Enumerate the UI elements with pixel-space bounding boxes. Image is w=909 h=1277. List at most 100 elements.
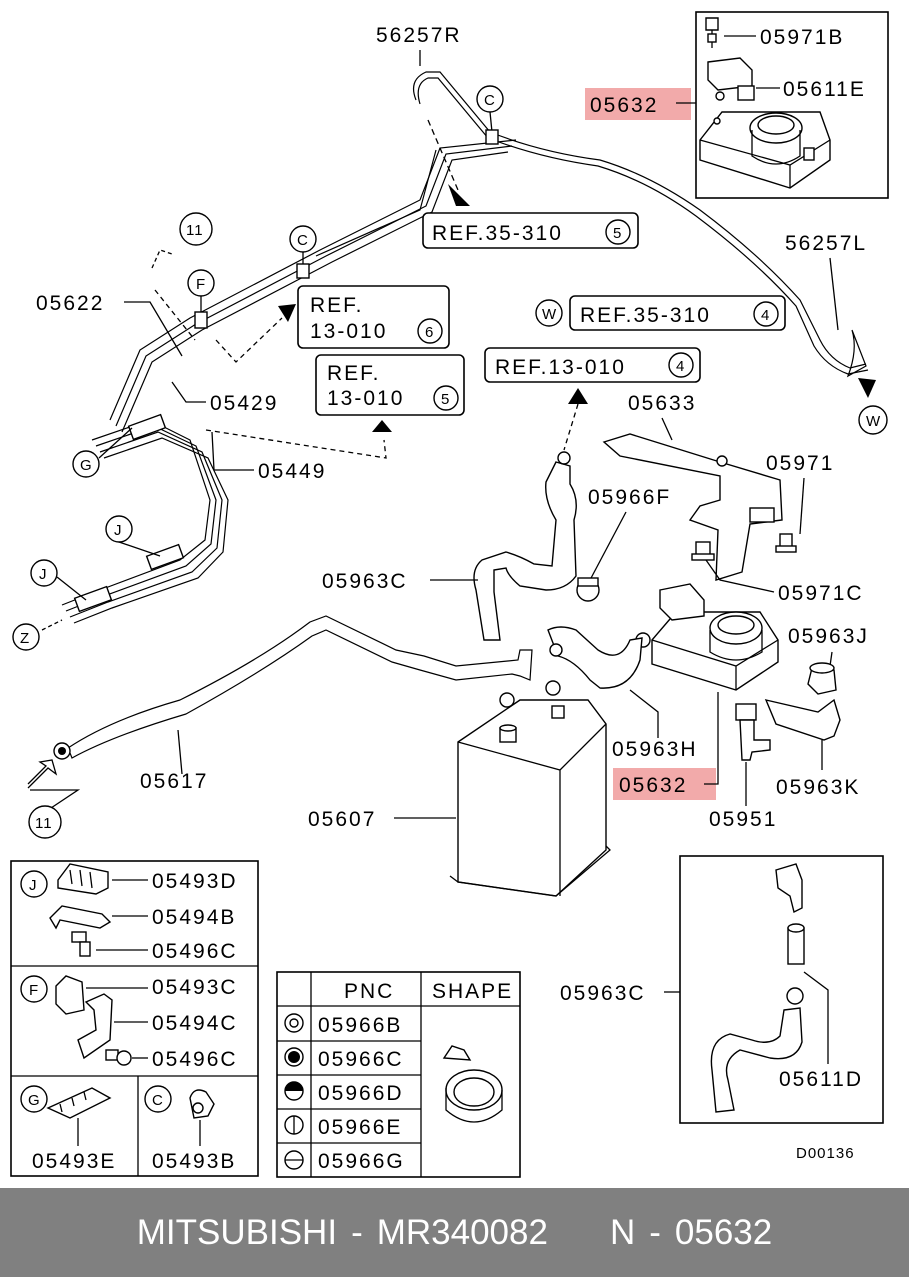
clamp-05966F (576, 577, 600, 602)
legend-G-part: 05493E (32, 1150, 116, 1173)
footer-separator-1: - (351, 1212, 363, 1252)
bracket-05494B-icon (49, 905, 112, 930)
circle-Z-label: Z (20, 630, 30, 647)
bolt-05496C-icon-J (71, 931, 91, 957)
canister-05607 (449, 680, 611, 897)
ref-35-310-5-num: 5 (613, 225, 622, 242)
hose-upper-mid (473, 451, 577, 641)
bracket-05633 (602, 433, 783, 581)
ref-35-310-5-text: REF.35-310 (432, 222, 563, 245)
footer-n: N (609, 1212, 636, 1252)
circle-C-left-label: C (297, 232, 309, 249)
legend-J-part1: 05493D (152, 870, 238, 893)
footer-part-number: MR340082 (376, 1212, 548, 1252)
label-05971C: 05971C (778, 582, 864, 605)
label-05449: 05449 (258, 460, 326, 483)
label-56257R: 56257R (376, 24, 462, 47)
circle-11-bot (28, 805, 62, 839)
label-05971: 05971 (766, 452, 834, 475)
canister-mid (635, 583, 779, 691)
highlight-05632-mid (613, 768, 716, 800)
label-05963C-b: 05963C (560, 982, 646, 1005)
label-05611D: 05611D (779, 1068, 863, 1091)
ref-13-010-4-box (484, 347, 701, 383)
pnc-header: PNC (344, 980, 394, 1003)
legend-C-letter: C (152, 1092, 164, 1109)
circle-W-right (858, 405, 888, 435)
ref-35-310-4-text: REF.35-310 (580, 304, 711, 327)
parts-diagram: 05971B 05611E 05632 56257R C REF.35-310 … (10, 11, 889, 1178)
label-05971B: 05971B (760, 26, 844, 49)
footer-separator-2: - (649, 1212, 661, 1252)
ref-35-310-5-box (422, 212, 639, 249)
label-05966F: 05966F (588, 486, 671, 509)
canister-top-illustration (699, 17, 831, 189)
harness-bundle (61, 413, 229, 624)
hose-inset (710, 863, 805, 1113)
label-05607: 05607 (308, 808, 376, 831)
pnc-row-3: 05966D (318, 1082, 404, 1105)
shape-header: SHAPE (432, 980, 513, 1003)
footer-brand: MITSUBISHI (136, 1212, 338, 1252)
pnc-row-4: 05966E (318, 1116, 402, 1139)
circle-W-mid (535, 299, 563, 327)
clip-05493D-icon (57, 863, 109, 895)
bolt-05971 (775, 533, 797, 553)
footer-pnc: 05632 (674, 1212, 773, 1252)
hose-05963K (764, 698, 841, 741)
label-05622: 05622 (36, 292, 104, 315)
label-05617: 05617 (140, 770, 208, 793)
hose-05963J (807, 662, 837, 695)
legend-J-part3: 05496C (152, 940, 238, 963)
pnc-row-2: 05966C (318, 1048, 404, 1071)
legend-J-part2: 05494B (152, 906, 236, 929)
legend-F-part2: 05494C (152, 1012, 238, 1035)
ref-13-010-5-box (315, 354, 465, 416)
circle-J-low-label: J (39, 566, 48, 583)
circle-J-mid-label: J (114, 522, 123, 539)
ref-13-010-4-text: REF.13-010 (495, 356, 626, 379)
hose-05617 (53, 615, 533, 760)
label-05429: 05429 (210, 392, 278, 415)
legend-J-letter: J (29, 877, 38, 894)
legend-box (10, 860, 259, 1177)
sensor-05951 (735, 703, 771, 761)
bracket-05494C-icon (77, 993, 113, 1060)
circle-W-mid-label: W (542, 306, 557, 323)
bolt-05496C-icon-F (105, 1049, 132, 1066)
ref-13-010-6-box (297, 285, 450, 349)
bolt-05971C (691, 541, 715, 561)
circle-11-top-label: 11 (186, 222, 204, 239)
clip-05493B-icon (189, 1089, 215, 1119)
label-05633: 05633 (628, 392, 696, 415)
hose-05963H (547, 626, 643, 689)
ref-35-310-4-num: 4 (761, 307, 770, 324)
circle-Z (12, 623, 40, 651)
label-05963C: 05963C (322, 570, 408, 593)
label-05611E: 05611E (783, 78, 866, 101)
clip-05493E-icon (46, 1087, 112, 1119)
pnc-row-5: 05966G (318, 1150, 405, 1173)
ref-13-010-5-line1: REF. (327, 362, 381, 385)
legend-G-letter: G (28, 1092, 41, 1109)
legend-C-part: 05493B (152, 1150, 236, 1173)
label-05951: 05951 (709, 808, 777, 831)
circle-C-top-label: C (484, 92, 496, 109)
ref-13-010-5-line2: 13-010 (327, 387, 404, 410)
circle-J-low (30, 559, 58, 587)
circle-11-top (179, 212, 213, 246)
diagram-code: D00136 (796, 1145, 855, 1162)
pnc-row-1: 05966B (318, 1014, 402, 1037)
label-05963H: 05963H (612, 738, 698, 761)
clip-05493C-icon (55, 975, 85, 1015)
label-05963J: 05963J (788, 625, 869, 648)
legend-F-letter: F (29, 982, 39, 999)
ref-35-310-4-box (569, 295, 786, 331)
legend-F-part3: 05496C (152, 1048, 238, 1071)
circle-W-right-label: W (866, 413, 881, 430)
ref-13-010-6-num: 6 (425, 324, 434, 341)
legend-F-part1: 05493C (152, 976, 238, 999)
circle-F-label: F (196, 276, 206, 293)
ref-13-010-4-num: 4 (676, 358, 685, 375)
label-05632-top: 05632 (590, 94, 658, 117)
